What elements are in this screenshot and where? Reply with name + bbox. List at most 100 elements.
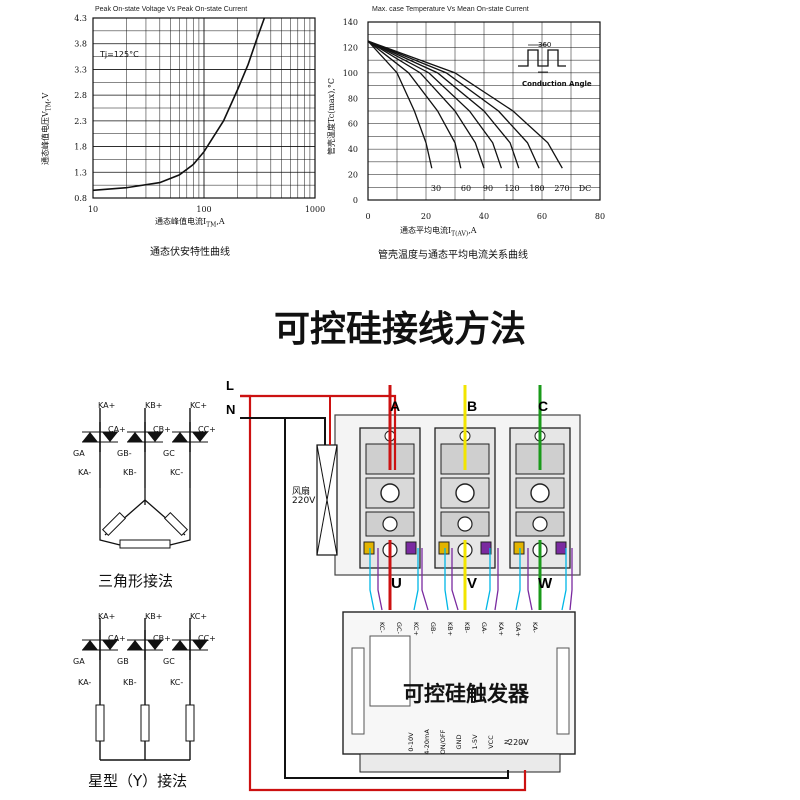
thyristor-icon: [172, 640, 188, 650]
delta-kc-plus: KC+: [190, 401, 208, 410]
delta-thyristor: [82, 422, 118, 452]
fan-label: 风扇: [292, 487, 311, 497]
wire-gate-control: [494, 548, 499, 611]
wire-L-A: [240, 394, 397, 470]
delta-cc-plus: CC+: [198, 425, 216, 434]
trigger-top-terminal-label: GA-: [480, 622, 488, 634]
delta-ka-minus: KA-: [78, 468, 92, 477]
gate-connector: [438, 541, 450, 555]
screw-icon: [455, 483, 475, 503]
label-L: L: [226, 378, 234, 393]
chart2-ytick-label: 140: [343, 18, 358, 27]
trigger-bottom-terminal-label: L: [519, 740, 527, 744]
chart2-ytick-label: 40: [348, 145, 358, 154]
delta-gc: GC: [163, 449, 175, 458]
star-kb-plus: KB+: [145, 612, 163, 621]
delta-gb: GB-: [117, 449, 132, 458]
chart2-curve-label: 120: [504, 184, 519, 193]
chart1-xtick-label: 100: [196, 205, 211, 214]
star-resistor: [140, 704, 150, 742]
chart2-series-line: [367, 40, 503, 169]
chart2-xtick-label: 0: [365, 212, 370, 221]
chart1-ytick-label: 3.8: [74, 40, 87, 49]
thyristor-icon: [82, 640, 98, 650]
chart2-series-line: [367, 40, 485, 169]
delta-kc-minus: KC-: [170, 468, 184, 477]
chart2-curve-label: 60: [461, 184, 471, 193]
wire-gate-control: [569, 548, 573, 611]
chart2-title: Max. case Temperature Vs Mean On-state C…: [372, 6, 529, 13]
chart2-series-line: [367, 40, 433, 169]
wire-gate-control: [561, 548, 567, 611]
trigger-bottom-terminal-label: 4-20mA: [423, 729, 431, 755]
trigger-bottom-terminal-label: 1-5V: [471, 734, 479, 750]
screw-icon: [530, 483, 550, 503]
wire-gate-control: [485, 548, 491, 611]
trigger-rail: [351, 647, 365, 735]
thyristor-icon: [192, 640, 208, 650]
gate-connector: [480, 541, 492, 555]
screw-icon: [382, 516, 398, 532]
delta-resistor: [119, 539, 171, 549]
delta-resistor: [163, 511, 189, 537]
chart2-curve-label: 30: [431, 184, 441, 193]
chart2-xtick-label: 20: [421, 212, 431, 221]
delta-thyristor: [172, 422, 208, 452]
chart2-inset-value: 360: [538, 41, 552, 49]
chart1-ytick-label: 4.3: [74, 14, 87, 23]
chart2-caption: 管壳温度与通态平均电流关系曲线: [378, 250, 528, 261]
thyristor-icon: [102, 432, 118, 442]
star-kc-minus: KC-: [170, 678, 184, 687]
chart1-xlabel: 通态峰值电流ITM,A: [155, 217, 225, 229]
fan-voltage: 220V: [292, 496, 316, 506]
trigger-bottom-terminal-label: 0-10V: [407, 732, 415, 752]
screw-icon: [532, 516, 548, 532]
chart1-annotation: Tj=125°C: [100, 50, 139, 59]
chart2-inset-label: Conduction Angle: [522, 80, 592, 88]
trigger-bottom-terminal-label: ON/OFF: [439, 729, 447, 754]
chart1-ytick-label: 1.8: [74, 143, 87, 152]
star-caption: 星型（Y）接法: [88, 772, 188, 790]
thyristor-icon: [147, 640, 163, 650]
trigger-bottom-connector: [359, 753, 561, 773]
chart2-xtick-label: 80: [595, 212, 605, 221]
chart2-curve-label: 90: [483, 184, 493, 193]
chart2-xtick-label: 60: [537, 212, 547, 221]
trigger-top-terminal-label: KC+: [412, 622, 420, 636]
delta-ka-plus: KA+: [98, 401, 116, 410]
star-ga: GA: [73, 657, 85, 666]
chart1-series-line: [92, 17, 266, 192]
trigger-top-terminal-label: KC-: [378, 622, 386, 633]
chart1-ytick-label: 0.8: [74, 194, 87, 203]
chart2-series-line: [367, 40, 540, 169]
chart2-ytick-label: 0: [353, 196, 358, 205]
star-kc-plus: KC+: [190, 612, 208, 621]
trigger-top-terminal-label: KA+: [497, 622, 505, 636]
delta-ga: GA: [73, 449, 85, 458]
star-resistor: [95, 704, 105, 742]
thyristor-icon: [127, 432, 143, 442]
trigger-top-terminal-label: KA-: [531, 622, 539, 633]
trigger-rail: [556, 647, 570, 735]
trigger-voltage: 220V: [508, 738, 529, 747]
thyristor-icon: [192, 432, 208, 442]
fan-cross: [316, 444, 338, 556]
trigger-top-terminal-label: KB-: [463, 622, 471, 634]
chart1-xtick-label: 10: [88, 205, 98, 214]
delta-thyristor: [127, 422, 163, 452]
star-gb: GB: [117, 657, 129, 666]
label-phase-C: C: [538, 398, 549, 414]
chart1-ytick-label: 1.3: [74, 168, 87, 177]
label-phase-A: A: [390, 398, 401, 414]
chart2-series-line: [367, 40, 520, 169]
chart2-xtick-label: 40: [479, 212, 489, 221]
trigger-top-terminal-label: GC-: [395, 622, 403, 635]
label-phase-B: B: [467, 398, 478, 414]
trigger-chip: [369, 635, 411, 707]
star-cb-plus: CB+: [153, 634, 171, 643]
wire-N-fan: [240, 417, 326, 445]
thyristor-icon: [102, 640, 118, 650]
chart1-xtick-label: 1000: [305, 205, 325, 214]
